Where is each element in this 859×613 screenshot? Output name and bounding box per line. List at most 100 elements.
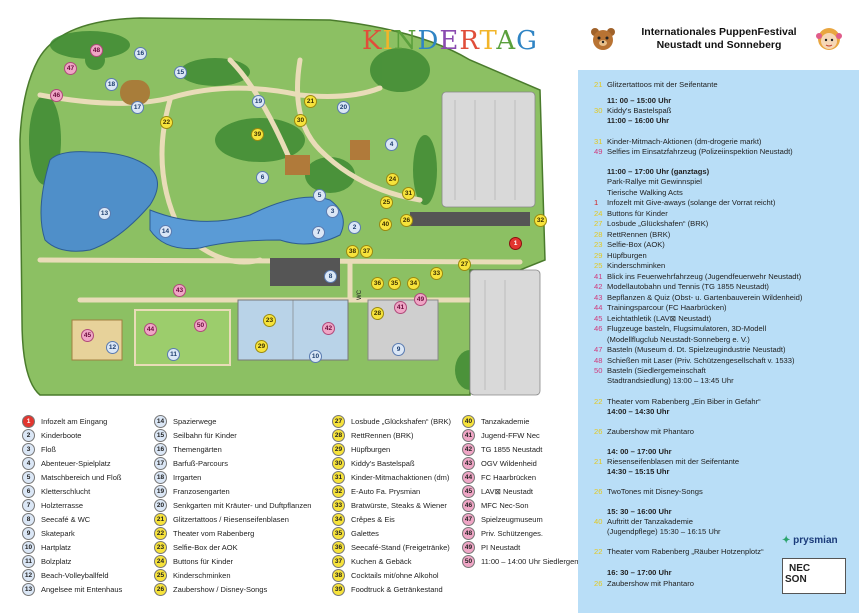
program-panel: Internationales PuppenFestival Neustadt … — [578, 0, 859, 613]
map-marker: 20 — [337, 101, 350, 114]
legend-number: 43 — [462, 456, 475, 470]
map-marker: 37 — [360, 245, 373, 258]
legend-label: Angelsee mit Entenhaus — [41, 584, 123, 594]
map-marker: 48 — [90, 44, 103, 57]
program-text: 11: 00 – 15:00 Uhr — [607, 96, 672, 105]
program-number: 41 — [594, 272, 603, 281]
prysmian-label: prysmian — [793, 535, 838, 546]
map-marker: 36 — [371, 277, 384, 290]
legend-label: Skatepark — [41, 528, 75, 538]
program-entry: Stadtrandsiedlung) 13:00 – 13:45 Uhr — [594, 376, 734, 386]
program-text: Zaubershow mit Phantaro — [607, 427, 694, 436]
legend-number: 25 — [154, 568, 167, 582]
legend-item: 25 Kinderschminken — [154, 568, 311, 582]
kindertag-logo: KINDERTAG — [362, 26, 538, 56]
legend-label: Franzosengarten — [173, 486, 230, 496]
legend-label: MFC Nec-Son — [481, 500, 529, 510]
map-marker: 49 — [414, 293, 427, 306]
legend-label: Theater vom Rabenberg — [173, 528, 255, 538]
legend-number: 30 — [332, 456, 345, 470]
legend-number: 45 — [462, 484, 475, 498]
program-number: 48 — [594, 356, 603, 365]
program-text: Kinder-Mitmach-Aktionen (dm-drogerie mar… — [607, 137, 762, 146]
program-text: Losbude „Glückshafen“ (BRK) — [607, 219, 709, 228]
legend-label: Kinderschminken — [173, 570, 231, 580]
program-number: 50 — [594, 366, 603, 375]
program-text: Basteln (Siedlergemeinschaft — [607, 366, 706, 375]
legend-number: 14 — [154, 414, 167, 428]
map-marker: 33 — [430, 267, 443, 280]
program-text: Zaubershow mit Phantaro — [607, 579, 694, 588]
legend-number: 4 — [22, 456, 35, 470]
program-text: Leichtathletik (LAV⊠ Neustadt) — [607, 314, 712, 323]
legend-number: 42 — [462, 442, 475, 456]
program-text: Kinderschminken — [607, 261, 666, 270]
legend-item: 30 Kiddy's Bastelspaß — [332, 456, 451, 470]
legend-label: Hartplatz — [41, 542, 72, 552]
program-text: Auftritt der Tanzakademie — [607, 517, 693, 526]
legend-number: 16 — [154, 442, 167, 456]
map-marker: 41 — [394, 301, 407, 314]
teddy-bear-icon — [591, 28, 615, 50]
program-number: 1 — [594, 198, 599, 207]
program-number: 46 — [594, 324, 603, 333]
program-number: 29 — [594, 251, 603, 260]
program-entry: 16: 30 – 17:00 Uhr — [594, 568, 672, 578]
angelsee-lake — [40, 151, 158, 252]
program-text: 14:00 – 14:30 Uhr — [607, 407, 670, 416]
program-entry: 14:30 – 15:15 Uhr — [594, 467, 669, 477]
legend-label: Irrgarten — [173, 472, 202, 482]
legend-label: Kiddy's Bastelspaß — [351, 458, 415, 468]
wc-label: WC — [357, 289, 363, 300]
map-marker: 45 — [81, 329, 94, 342]
program-text: Theater vom Rabenberg „Ein Biber in Gefa… — [607, 397, 761, 406]
bolzplatz-field — [134, 309, 231, 366]
legend-label: Beach-Volleyballfeld — [41, 570, 109, 580]
program-number: 44 — [594, 303, 603, 312]
prysmian-icon: ✦ — [782, 535, 791, 546]
legend-number: 11 — [22, 554, 35, 568]
program-number: 43 — [594, 293, 603, 302]
legend-number: 33 — [332, 498, 345, 512]
festival-title: Internationales PuppenFestival Neustadt … — [626, 26, 812, 52]
map-marker: 39 — [251, 128, 264, 141]
necson-line1: NEC — [789, 563, 811, 574]
program-text: Modellautobahn und Tennis (TG 1855 Neust… — [607, 282, 769, 291]
map-marker: 42 — [322, 322, 335, 335]
legend-number: 9 — [22, 526, 35, 540]
program-text: Selfie-Box (AOK) — [607, 240, 665, 249]
legend-number: 5 — [22, 470, 35, 484]
map-marker: 30 — [294, 114, 307, 127]
program-number: 47 — [594, 345, 603, 354]
legend-number: 15 — [154, 428, 167, 442]
program-text: Infozelt mit Give-aways (solange der Vor… — [607, 198, 776, 207]
